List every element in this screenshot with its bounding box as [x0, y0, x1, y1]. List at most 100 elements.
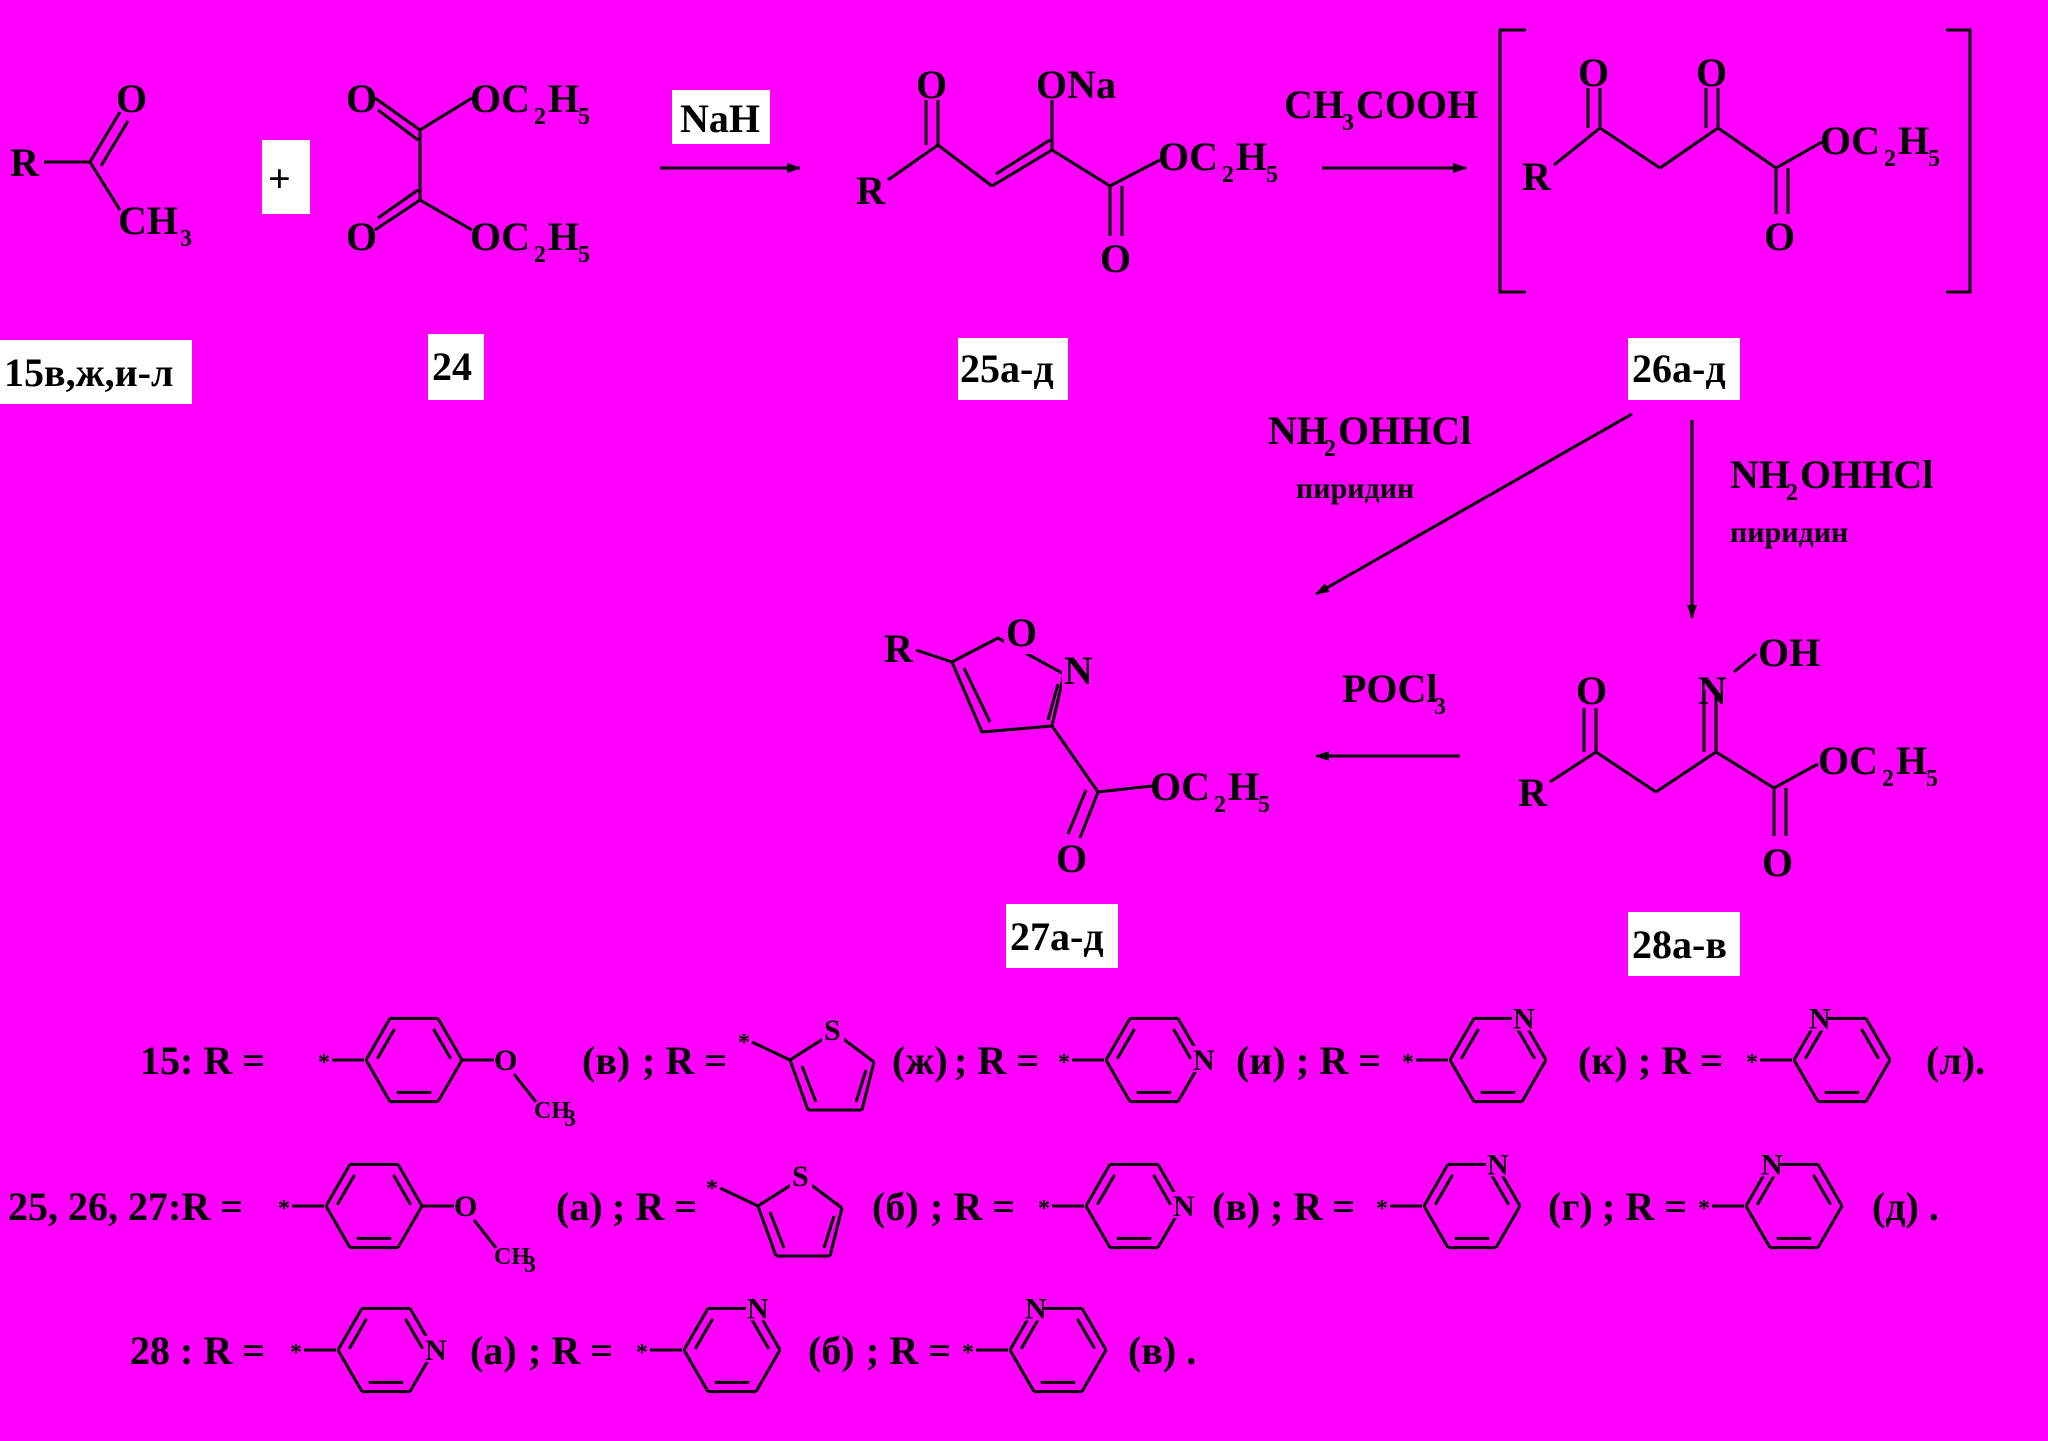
plus-box — [262, 140, 310, 214]
bond — [347, 1318, 368, 1350]
atom-n: N — [1698, 668, 1727, 713]
atom-o: O — [346, 214, 377, 259]
legend-label-b: (б) — [872, 1184, 919, 1229]
bond — [1084, 1163, 1112, 1207]
bond — [364, 1017, 392, 1061]
subscript-3: 3 — [180, 226, 192, 252]
bond — [88, 111, 122, 163]
bond — [324, 1163, 352, 1207]
bond — [1080, 1307, 1108, 1351]
reagent-nh2ohhcl-right-sub: 2 — [1786, 480, 1798, 506]
atom-o: O — [1762, 840, 1793, 885]
bond — [1172, 1028, 1193, 1060]
bond — [1812, 1174, 1833, 1206]
bond — [1095, 1174, 1116, 1206]
bond — [828, 1207, 844, 1257]
label-box-25 — [958, 338, 1068, 400]
atom-n: N — [1761, 1148, 1783, 1181]
ring-gap — [424, 1336, 444, 1362]
bond — [693, 1318, 714, 1350]
atom-h: H — [1236, 134, 1267, 179]
bracket-right — [1946, 28, 1972, 294]
ring-gap — [822, 1016, 844, 1044]
bond — [324, 1205, 352, 1249]
legend-28-prefix: 28 : R = — [130, 1328, 265, 1373]
reagent-nah: NaH — [680, 96, 760, 141]
subscript-5: 5 — [1928, 146, 1940, 172]
legend-label-d: (д) . — [1872, 1184, 1939, 1229]
legend-label-zh: (ж) — [892, 1038, 948, 1083]
bond — [404, 1318, 425, 1350]
bond — [788, 1059, 810, 1111]
bond — [396, 1163, 424, 1207]
legend-label-l: (л). — [1926, 1038, 1985, 1083]
atom-n: N — [425, 1334, 447, 1367]
label-box-15 — [0, 340, 192, 404]
bond — [436, 1017, 464, 1061]
bond — [336, 1307, 364, 1351]
atom-o: O — [116, 76, 147, 121]
atom-h: H — [1896, 738, 1927, 783]
atom-r: R — [1518, 770, 1548, 815]
atom-n: N — [1513, 1002, 1535, 1035]
attachment-star: * — [278, 1196, 290, 1222]
subscript-5: 5 — [578, 242, 590, 268]
bond — [756, 1205, 778, 1257]
atom-s: S — [824, 1014, 841, 1047]
ring-gap-o — [1004, 614, 1042, 654]
bond — [88, 161, 122, 211]
reagent-nh2ohhcl-right: NH — [1730, 452, 1790, 497]
substituent-legend: 15: R = 25, 26, 27:R = 28 : R = *OCH3(в)… — [8, 1002, 1985, 1394]
bond — [419, 96, 473, 132]
bond — [1715, 750, 1775, 790]
atom-ona: ONa — [1036, 62, 1116, 107]
atom-o: O — [346, 76, 377, 121]
legend-r-eq: ; R = — [642, 1038, 727, 1083]
arrow-diagonal — [1315, 412, 1633, 596]
bond — [1490, 1174, 1511, 1206]
legend-label-v: (в) — [1212, 1184, 1260, 1229]
bond — [1773, 762, 1819, 790]
bond — [1448, 1017, 1476, 1061]
legend-label-v: (в) — [582, 1038, 630, 1083]
bond — [1816, 1205, 1844, 1249]
reagent-nh2ohhcl-left-sub: 2 — [1324, 436, 1336, 462]
subscript-2: 2 — [1882, 766, 1894, 792]
ring-gap — [1512, 1004, 1532, 1031]
isoxazole-ring — [950, 636, 1066, 734]
bond — [991, 148, 1053, 188]
bond — [682, 1307, 710, 1351]
label-box-28 — [1628, 912, 1740, 976]
bond — [1520, 1059, 1548, 1103]
attachment-star: * — [290, 1340, 302, 1366]
bond — [937, 143, 993, 188]
bond — [1659, 126, 1719, 170]
atom-s: S — [792, 1160, 809, 1193]
subscript-2: 2 — [1214, 792, 1226, 818]
reagent-nh2ohhcl-right-rest: OHHCl — [1800, 452, 1933, 497]
attachment-star: * — [318, 1050, 330, 1076]
reagent-nh2ohhcl-left-rest: OHHCl — [1338, 408, 1471, 453]
compound-label-25: 25а-д — [960, 346, 1054, 391]
compound-label-24: 24 — [432, 344, 472, 389]
ring-gap-n — [1062, 652, 1096, 692]
atom-n: N — [1025, 1292, 1047, 1325]
bond — [1717, 126, 1777, 170]
bond — [1046, 683, 1060, 721]
ring-gap — [1808, 1004, 1828, 1031]
bond — [99, 120, 130, 167]
legend-r-eq: ; R = — [866, 1328, 951, 1373]
bond — [1019, 1318, 1040, 1350]
compound-label-26: 26а-д — [1632, 346, 1726, 391]
bond — [1860, 1028, 1881, 1060]
bond — [1595, 750, 1657, 794]
reagent-nh2ohhcl-left: NH — [1268, 408, 1328, 453]
atom-h: H — [548, 214, 579, 259]
bond — [915, 648, 953, 664]
bond — [751, 1040, 791, 1062]
bond — [1050, 725, 1100, 793]
bond — [1051, 148, 1111, 188]
ring-gap — [790, 1162, 812, 1190]
atom-r: R — [856, 168, 886, 213]
